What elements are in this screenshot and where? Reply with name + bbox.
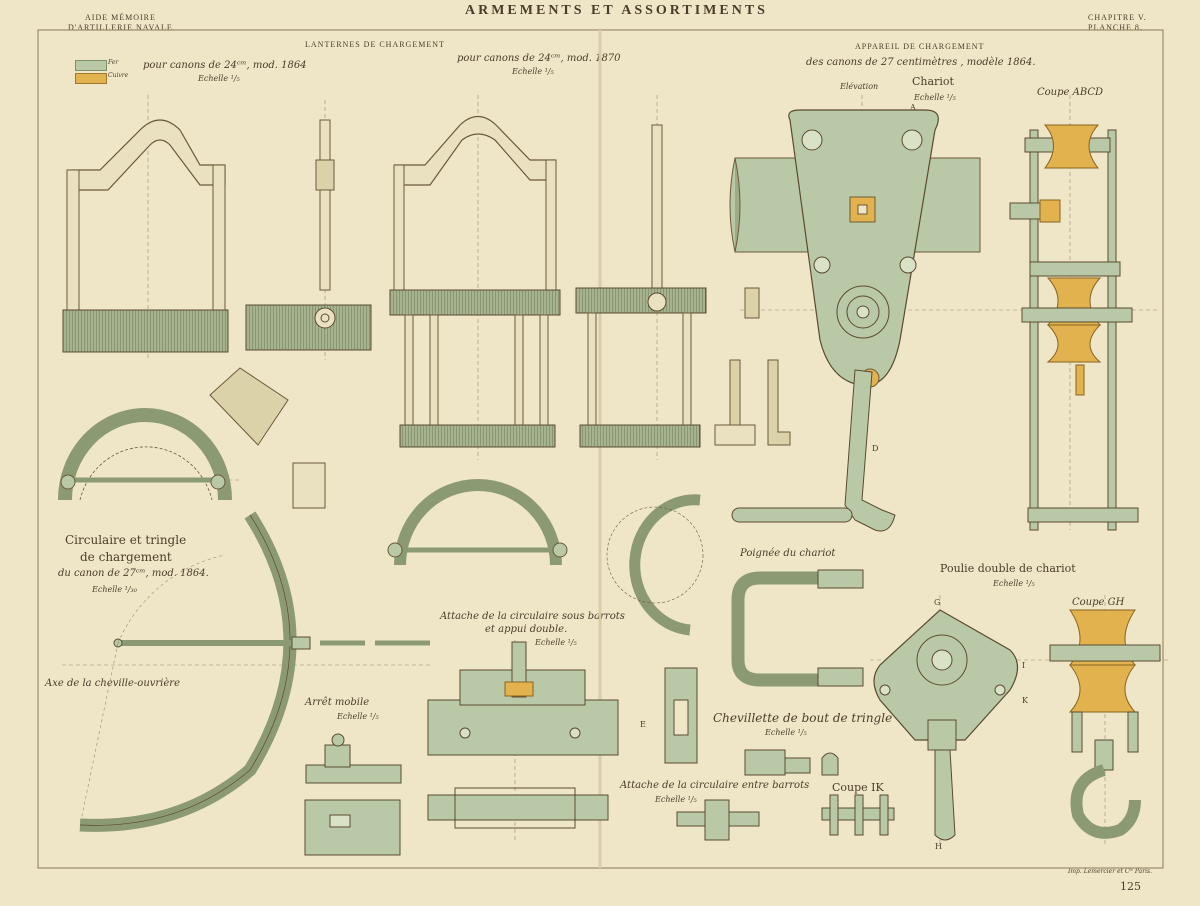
ref-letter-k: K <box>1022 696 1028 705</box>
coupe-ik <box>821 794 895 836</box>
axe-label: Axe de la cheville-ouvrière <box>45 678 180 689</box>
circulaire-arc <box>79 511 430 832</box>
attache-sous-label-line2: et appui double. <box>485 624 568 635</box>
chariot-handle-arm <box>731 369 896 532</box>
lanterne2-subtitle: pour canons de 24ᶜᵐ, mod. 1870 <box>457 53 621 64</box>
chariot-scale: Echelle ¹/₅ <box>914 93 956 102</box>
poignee-chariot <box>731 569 864 687</box>
page-number: 125 <box>1120 880 1141 893</box>
chariot-body <box>788 109 939 388</box>
coupe-gh <box>1049 609 1161 839</box>
ref-letter-h: H <box>935 842 942 851</box>
header-left-line2: D'ARTILLERIE NAVALE <box>68 23 173 32</box>
legend-swatch-cuivre <box>75 73 107 84</box>
circulaire-title-line2: de chargement <box>80 550 172 564</box>
lanterne-2-small-parts <box>714 287 791 446</box>
poulie-double <box>873 609 1019 841</box>
appareil-title: APPAREIL DE CHARGEMENT <box>855 42 985 51</box>
lanterne-2-elevation <box>389 115 561 448</box>
lanterne-1-side <box>245 119 372 351</box>
lanterne-1-elevation <box>62 119 229 353</box>
ref-letter-d: D <box>872 444 879 453</box>
lanterne-1-plan-ring <box>58 408 232 501</box>
circulaire-scale: Echelle ¹/₃₀ <box>92 585 137 594</box>
ref-letter-e: E <box>640 720 646 729</box>
coupe-abcd-section <box>1009 124 1139 531</box>
poignee-label: Poignée du chariot <box>740 548 836 559</box>
attache-sous-scale: Echelle ¹/₅ <box>535 638 577 647</box>
chevillette-parts <box>744 749 839 776</box>
legend-label-cuivre: Cuivre <box>108 72 129 79</box>
arret-mobile-parts <box>304 733 402 856</box>
chariot-label: Chariot <box>912 75 954 88</box>
lanterne-1-section-detail <box>209 367 326 509</box>
attache-entre-barrots <box>676 799 760 841</box>
arret-mobile-scale: Echelle ¹/₅ <box>337 712 379 721</box>
lanterne-2-side <box>575 124 707 448</box>
attache-entre-scale: Echelle ¹/₅ <box>655 795 697 804</box>
lanterne2-scale: Echelle ¹/₅ <box>512 67 554 76</box>
header-left-line1: AIDE MÉMOIRE <box>85 13 156 22</box>
lanterne1-subtitle: pour canons de 24ᶜᵐ, mod. 1864 <box>143 60 307 71</box>
poulie-label: Poulie double de chariot <box>940 562 1076 575</box>
lanterne-2-plan-rings <box>387 479 704 636</box>
header-right-line2: PLANCHE 8. <box>1088 23 1143 32</box>
plate-title: ARMEMENTS ET ASSORTIMENTS <box>465 3 768 18</box>
legend-label-fer: Fer <box>108 59 119 66</box>
chevillette-label: Chevillette de bout de tringle <box>713 711 893 725</box>
coupe-ik-label: Coupe IK <box>832 781 884 794</box>
header-right-line1: CHAPITRE V. <box>1088 13 1147 22</box>
imprint: Imp. Lemercier et Cⁱᵉ Paris. <box>1068 868 1152 875</box>
coupe-gh-label: Coupe GH <box>1072 597 1125 608</box>
legend-swatch-fer <box>75 60 107 71</box>
ref-letter-a: A <box>910 103 916 112</box>
ref-letter-i: I <box>1022 661 1026 670</box>
appareil-subtitle: des canons de 27 centimètres , modèle 18… <box>806 57 1036 68</box>
circulaire-subtitle: du canon de 27ᶜᵐ, mod. 1864. <box>58 568 209 579</box>
attache-sous-barrots <box>427 641 698 829</box>
lanterne1-scale: Echelle ¹/₅ <box>198 74 240 83</box>
poulie-scale: Echelle ¹/₅ <box>993 579 1035 588</box>
elevation-label: Elévation <box>840 82 879 91</box>
chevillette-scale: Echelle ¹/₅ <box>765 728 807 737</box>
attache-sous-label-line1: Attache de la circulaire sous barrots <box>440 611 625 622</box>
circulaire-title-line1: Circulaire et tringle <box>65 533 187 547</box>
attache-entre-label: Attache de la circulaire entre barrots <box>620 780 810 791</box>
ref-letter-g: G <box>934 598 941 607</box>
arret-mobile-label: Arrêt mobile <box>305 697 370 708</box>
coupe-abcd-label: Coupe ABCD <box>1037 87 1104 98</box>
lanternes-title: LANTERNES DE CHARGEMENT <box>305 40 445 49</box>
